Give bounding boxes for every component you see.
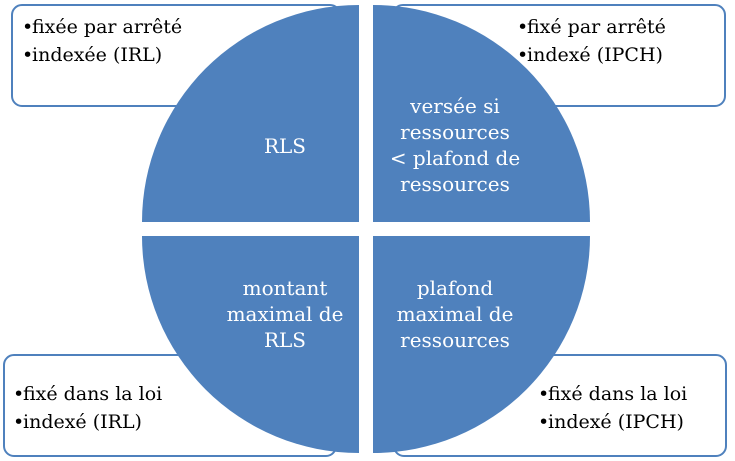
note-text: fixée par arrêté bbox=[32, 16, 183, 38]
bullet: • bbox=[517, 16, 529, 38]
quadrant-top-right bbox=[373, 5, 590, 222]
bullet: • bbox=[517, 44, 529, 66]
quadrant-label-bottom-right: plafond maximal de ressources bbox=[375, 275, 535, 353]
quadrant-label-bottom-left: montant maximal de RLS bbox=[205, 275, 365, 353]
note-item: •fixé par arrêté bbox=[517, 13, 724, 41]
note-text: indexé (IPCH) bbox=[527, 44, 663, 66]
note-item: •fixé dans la loi bbox=[13, 380, 335, 408]
bullet: • bbox=[22, 44, 34, 66]
quadrant-label-top-right: versée si ressources < plafond de ressou… bbox=[375, 93, 535, 197]
note-item: •indexée (IRL) bbox=[22, 41, 339, 69]
quadrant-label-top-left: RLS bbox=[205, 133, 365, 159]
note-text: indexé (IRL) bbox=[23, 411, 142, 433]
note-text: fixé dans la loi bbox=[23, 383, 163, 405]
label-line: ressources bbox=[400, 328, 510, 352]
note-item: •fixé dans la loi bbox=[538, 380, 725, 408]
note-text: indexée (IRL) bbox=[32, 44, 163, 66]
quadrant-bottom-left bbox=[142, 236, 359, 453]
bullet: • bbox=[13, 383, 25, 405]
bullet: • bbox=[538, 411, 550, 433]
note-text: indexé (IPCH) bbox=[548, 411, 684, 433]
note-item: •indexé (IRL) bbox=[13, 408, 335, 436]
note-item: •fixée par arrêté bbox=[22, 13, 339, 41]
quadrant-bottom-right bbox=[373, 236, 590, 453]
label-line: ressources bbox=[400, 120, 510, 144]
label-line: versée si bbox=[410, 94, 500, 118]
label-line: montant bbox=[242, 276, 328, 300]
label-line: RLS bbox=[263, 134, 307, 158]
label-line: plafond bbox=[416, 276, 494, 300]
note-item: •indexé (IPCH) bbox=[517, 41, 724, 69]
note-text: fixé dans la loi bbox=[548, 383, 688, 405]
note-text: fixé par arrêté bbox=[527, 16, 666, 38]
note-item: •indexé (IPCH) bbox=[538, 408, 725, 436]
label-line: maximal de bbox=[396, 302, 514, 326]
quadrant-top-left bbox=[142, 5, 359, 222]
label-line: < plafond de bbox=[389, 146, 521, 170]
label-line: ressources bbox=[400, 172, 510, 196]
bullet: • bbox=[22, 16, 34, 38]
label-line: maximal de bbox=[226, 302, 344, 326]
bullet: • bbox=[13, 411, 25, 433]
label-line: RLS bbox=[263, 328, 307, 352]
bullet: • bbox=[538, 383, 550, 405]
